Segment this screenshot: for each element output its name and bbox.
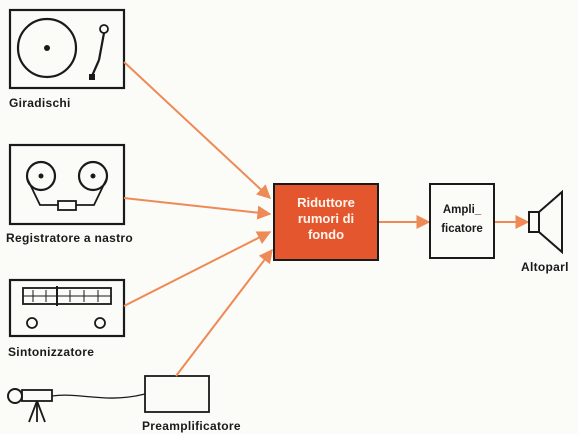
arrow-turntable-to-reducer — [123, 61, 272, 199]
amplifier-line-1: Ampli_ — [442, 204, 482, 216]
tuner-label: Sintonizzatore — [8, 345, 95, 359]
speaker-label: Altoparl — [521, 260, 569, 274]
arrow-tuner-to-reducer — [123, 231, 272, 307]
microphone-icon — [7, 388, 146, 423]
speaker-icon — [528, 189, 563, 255]
amplifier-box — [429, 183, 495, 259]
tape-recorder-icon — [8, 143, 126, 226]
amplifier-text: Ampli_ ficatore — [430, 201, 494, 239]
noise-reducer-text: Riduttore rumori di fondo — [274, 195, 378, 243]
amplifier-line-2: ficatore — [441, 223, 483, 235]
noise-reducer-line-1: Riduttore — [297, 195, 355, 210]
preamplifier-label: Preamplificatore — [142, 419, 241, 433]
noise-reducer-line-3: fondo — [307, 227, 345, 242]
arrow-preamp-to-reducer — [175, 248, 273, 377]
noise-reducer-line-2: rumori di — [297, 211, 355, 226]
preamplifier-box — [144, 375, 210, 413]
tuner-icon — [8, 278, 126, 338]
tape-recorder-label: Registratore a nastro — [6, 231, 134, 245]
turntable-label: Giradischi — [9, 96, 71, 110]
turntable-icon — [8, 8, 126, 90]
noise-reducer-box — [273, 183, 379, 261]
arrow-tape-to-reducer — [123, 197, 272, 220]
